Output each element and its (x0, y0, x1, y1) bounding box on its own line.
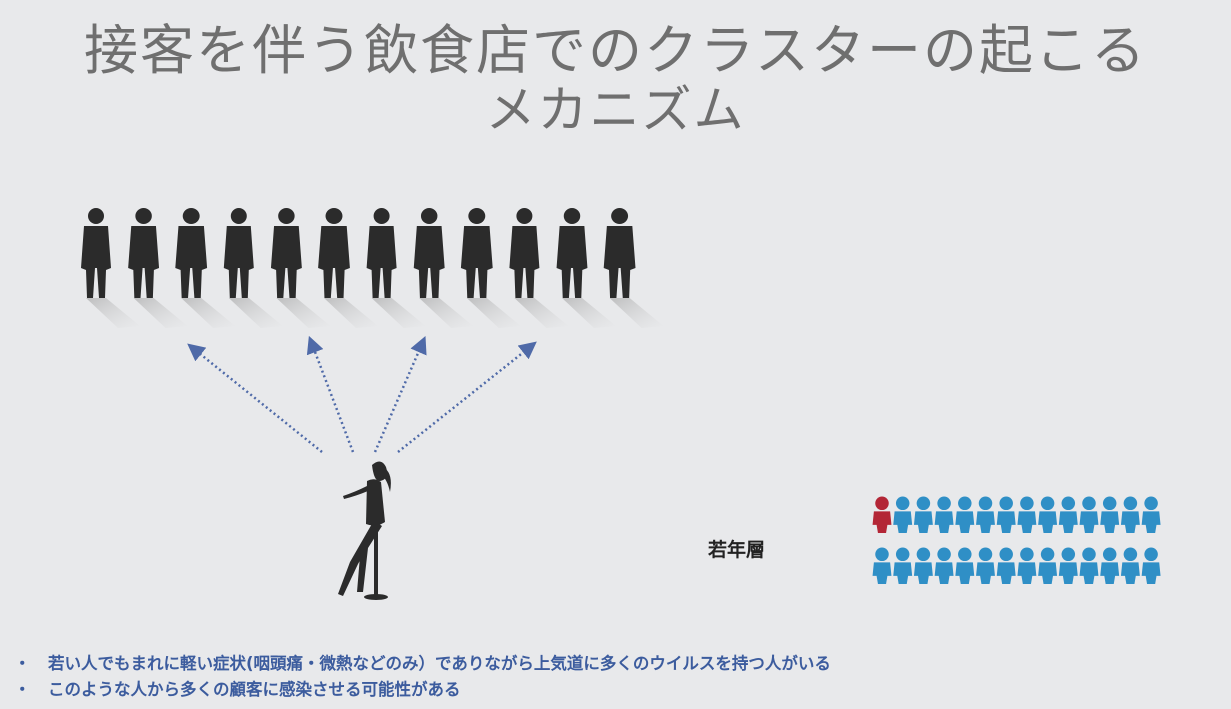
hostess-silhouette (338, 461, 391, 600)
person-icon (976, 547, 995, 584)
person-icon (1120, 496, 1140, 533)
customer-group (81, 208, 664, 328)
bullet-text: このような人から多くの顧客に感染させる可能性がある (48, 680, 461, 699)
person-icon (893, 547, 913, 584)
young-population-label: 若年層 (708, 539, 766, 561)
person-icon (1100, 547, 1120, 584)
person-icon (1141, 496, 1161, 533)
customer-silhouette (128, 208, 188, 328)
person-icon (1100, 496, 1120, 533)
person-icon (1038, 547, 1058, 584)
person-icon (1058, 496, 1078, 533)
person-icon (913, 547, 933, 584)
person-icon (1120, 547, 1140, 584)
customer-silhouette (81, 208, 140, 328)
person-icon (1079, 496, 1099, 533)
person-icon (1017, 496, 1037, 533)
customer-silhouette (318, 208, 378, 328)
person-icon (996, 496, 1016, 533)
bullet-item: ・このような人から多くの顧客に感染させる可能性がある (14, 677, 1224, 703)
person-icon-highlighted (872, 496, 892, 533)
bullet-marker: ・ (14, 680, 31, 699)
arrow-3 (373, 335, 427, 453)
young-population (872, 496, 1161, 584)
customer-silhouette (270, 208, 331, 328)
bullet-marker: ・ (14, 654, 31, 673)
slide-title-line1: 接客を伴う飲食店でのクラスターの起こる (84, 19, 1147, 82)
customer-silhouette (509, 208, 569, 328)
person-icon (934, 547, 954, 584)
bullet-text: 若い人でもまれに軽い症状(咽頭痛・微熱などのみ）でありながら上気道に多くのウイル… (48, 654, 831, 673)
person-icon (872, 547, 892, 584)
person-icon (1058, 547, 1078, 584)
infection-arrows (187, 335, 537, 453)
arrow-2 (306, 335, 355, 453)
customer-silhouette (460, 208, 521, 328)
person-icon (996, 547, 1016, 584)
person-icon (955, 547, 975, 584)
customer-silhouette (366, 208, 426, 328)
customer-silhouette (223, 208, 283, 328)
person-icon (976, 496, 995, 533)
bullet-list: ・若い人でもまれに軽い症状(咽頭痛・微熱などのみ）でありながら上気道に多くのウイ… (14, 651, 1224, 703)
person-icon (913, 496, 933, 533)
arrow-4 (397, 341, 537, 453)
customer-silhouette (556, 208, 616, 328)
customer-silhouette (603, 208, 664, 328)
bullet-item: ・若い人でもまれに軽い症状(咽頭痛・微熱などのみ）でありながら上気道に多くのウイ… (14, 651, 1224, 677)
customer-silhouette (413, 208, 474, 328)
arrow-1 (187, 343, 323, 453)
person-icon (955, 496, 975, 533)
customer-silhouette (175, 208, 236, 328)
person-icon (1017, 547, 1037, 584)
person-icon (1079, 547, 1099, 584)
person-icon (893, 496, 913, 533)
person-icon (1038, 496, 1058, 533)
slide-title-line2: メカニズム (485, 81, 746, 139)
person-icon (1141, 547, 1161, 584)
person-icon (934, 496, 954, 533)
